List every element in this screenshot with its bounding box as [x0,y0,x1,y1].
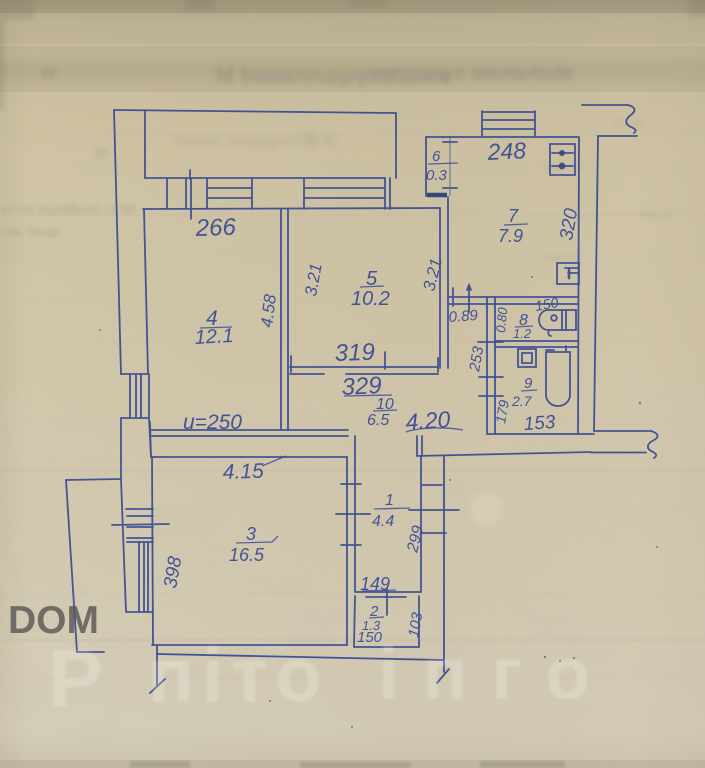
svg-text:4: 4 [206,307,218,330]
svg-text:2.7: 2.7 [511,393,533,409]
svg-text:1: 1 [385,492,394,509]
svg-text:149: 149 [360,574,390,594]
svg-text:М: М [95,145,108,162]
svg-text:P: P [48,632,103,725]
svg-text:6.5: 6.5 [367,412,389,429]
svg-text:0.80: 0.80 [493,306,510,333]
svg-text:7.9: 7.9 [498,226,523,246]
svg-text:ющ б: ющ б [640,206,672,221]
svg-text:пл тр: пл тр [615,115,646,130]
svg-text:248: 248 [486,137,527,165]
svg-text:150: 150 [534,294,560,314]
svg-text:піто: піто [148,633,330,718]
svg-text:153: 153 [523,412,557,435]
svg-text:4.15: 4.15 [222,460,264,484]
svg-text:319: 319 [334,339,375,367]
svg-text:10: 10 [376,396,394,413]
svg-text:5: 5 [366,268,378,290]
svg-text:0.89: 0.89 [448,307,479,326]
svg-text:150: 150 [357,629,383,646]
svg-text:8: 8 [519,312,528,329]
svg-text:іпго: іпго [378,632,614,715]
svg-text:и=250: и=250 [183,411,242,434]
svg-text:пывап тындзучлт服 бг: пывап тындзучлт服 бг [175,132,338,150]
svg-text:под ш: под ш [545,250,581,265]
svg-text:0.3: 0.3 [426,167,448,184]
svg-text:2: 2 [369,603,379,620]
svg-text:4.58: 4.58 [257,293,280,329]
svg-text:ьо па пщнийшог, ст еб: ьо па пщнийшог, ст еб [2,201,136,216]
svg-text:шипшиц с мелаrticle: шипшиц с мелаrticle [362,62,574,85]
svg-text:4.4: 4.4 [372,513,394,530]
svg-text:10.2: 10.2 [351,288,390,310]
svg-text:16.5: 16.5 [229,545,265,565]
svg-text:299: 299 [404,524,427,555]
svg-text:Н: Н [42,64,56,85]
svg-text:DOM: DOM [8,599,99,642]
svg-text:3: 3 [246,524,256,544]
svg-text:1.2: 1.2 [513,326,532,341]
svg-text:253: 253 [466,344,487,373]
svg-text:7: 7 [508,206,519,226]
svg-text:ель бещр: ель бещр [2,224,59,239]
svg-text:мышал уцшлnамed М: мышал уцшлnамed М [216,63,452,88]
svg-text:12.1: 12.1 [194,325,234,349]
svg-text:9: 9 [524,375,533,392]
svg-text:103: 103 [405,610,426,638]
svg-text:1.3: 1.3 [362,618,381,633]
svg-text:6: 6 [432,148,441,165]
svg-text:266: 266 [194,214,237,242]
svg-text:179: 179 [492,399,512,425]
